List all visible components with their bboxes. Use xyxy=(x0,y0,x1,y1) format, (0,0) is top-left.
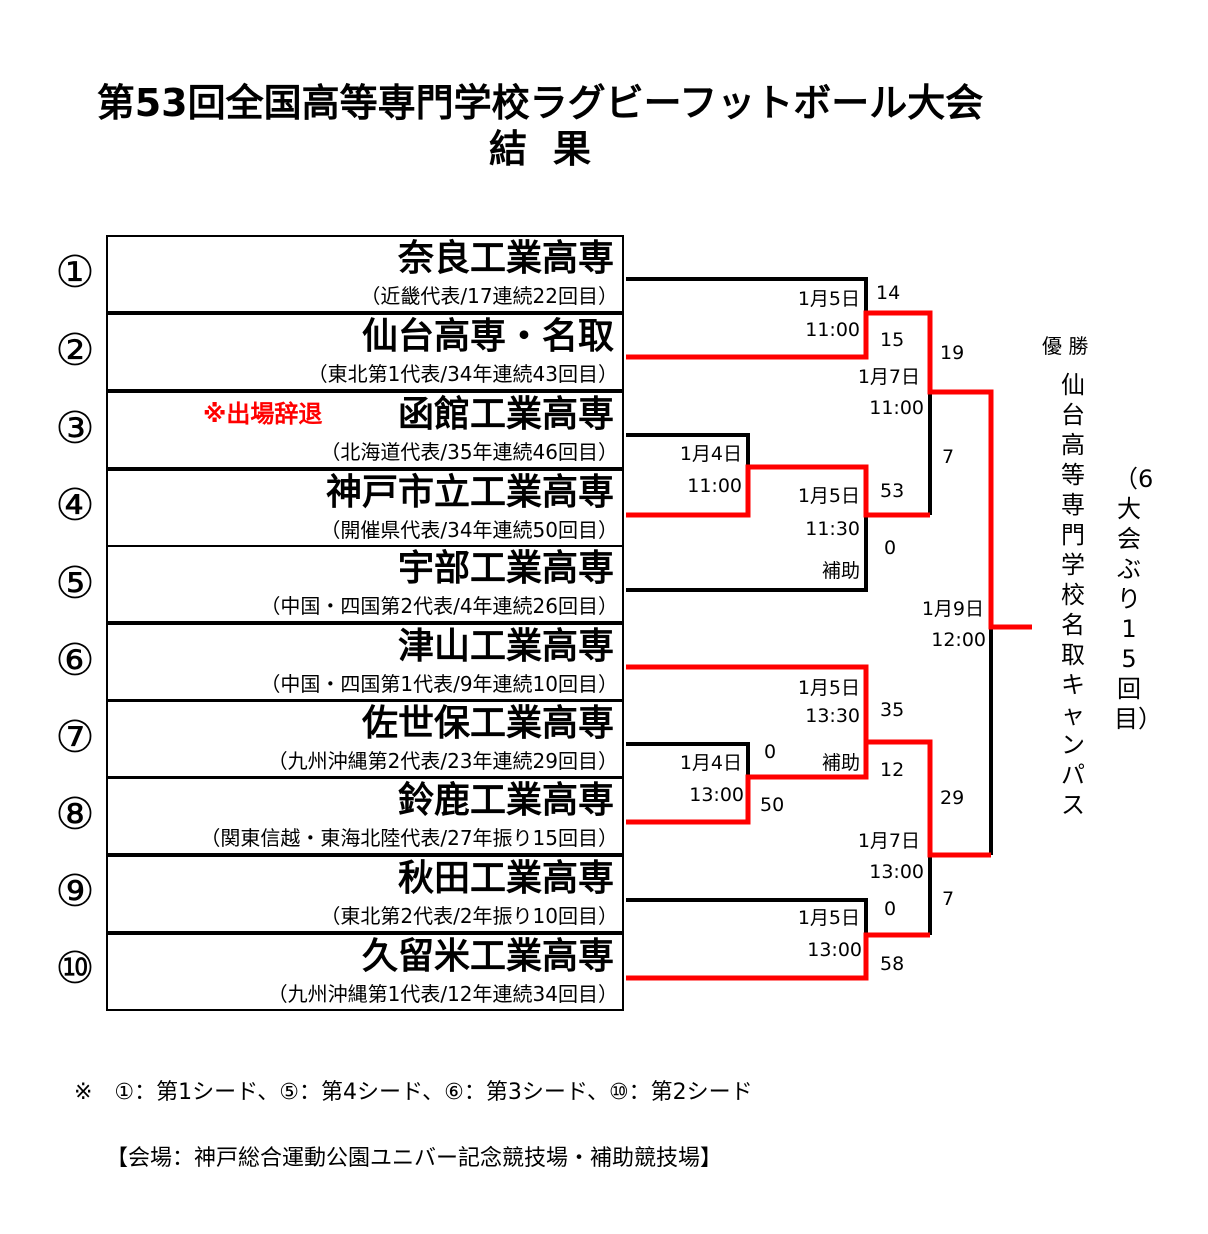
score: 12 xyxy=(880,759,905,781)
venue-note: 【会場：神戸総合運動公園ユニバー記念競技場・補助競技場】 xyxy=(106,1146,723,1171)
score: 14 xyxy=(876,282,901,304)
match-date: 1月5日 xyxy=(797,907,860,929)
team-info: （近畿代表/17連続22回目） xyxy=(360,284,618,308)
seed-number: ⑩ xyxy=(55,943,95,994)
score: 53 xyxy=(880,480,905,502)
page-title: 第53回全国高等専門学校ラグビーフットボール大会 xyxy=(96,81,984,125)
match-time: 13:30 xyxy=(805,705,860,727)
winner-path xyxy=(626,932,930,981)
seed-number: ① xyxy=(55,247,95,298)
match-date: 1月5日 xyxy=(797,677,860,699)
match-time: 13:00 xyxy=(869,861,924,883)
seed-number: ⑦ xyxy=(55,712,95,763)
team-box: 秋田工業高専 （東北第2代表/2年振り10回目） xyxy=(106,855,624,933)
bracket-line xyxy=(626,515,868,592)
team-name: 宇部工業高専 xyxy=(397,548,614,589)
match-time: 12:00 xyxy=(931,629,986,651)
score: 0 xyxy=(884,537,897,559)
team-info: （北海道代表/35年連続46回目） xyxy=(320,440,618,464)
team-name: 神戸市立工業高専 xyxy=(325,472,614,513)
team-name: 津山工業高専 xyxy=(397,626,614,667)
team-info: （東北第2代表/2年振り10回目） xyxy=(320,904,618,928)
score: 19 xyxy=(940,342,965,364)
seed-number: ⑥ xyxy=(55,635,95,686)
team-box: 津山工業高専 （中国・四国第1代表/9年連続10回目） xyxy=(106,623,624,701)
match-date: 1月4日 xyxy=(679,752,742,774)
match-date: 1月4日 xyxy=(679,443,742,465)
team-info: （中国・四国第2代表/4年連続26回目） xyxy=(260,594,618,618)
team-box: 久留米工業高専 （九州沖縄第1代表/12年連続34回目） xyxy=(106,933,624,1011)
team-box: 宇部工業高専 （中国・四国第2代表/4年連続26回目） xyxy=(106,545,624,623)
match-time: 11:00 xyxy=(869,397,924,419)
team-info: （関東信越・東海北陸代表/27年振り15回目） xyxy=(200,826,618,850)
score: 0 xyxy=(884,898,897,920)
score: 7 xyxy=(942,446,955,468)
champion-name: 仙台高等専門学校名取キャンパス xyxy=(1061,371,1085,819)
team-name: 仙台高専・名取 xyxy=(361,316,614,357)
seed-number: ⑤ xyxy=(55,558,95,609)
team-info: （開催県代表/34年連続50回目） xyxy=(320,518,618,542)
team-name: 鈴鹿工業高専 xyxy=(397,780,614,821)
match-date: 1月7日 xyxy=(857,366,920,388)
team-box: 仙台高専・名取 （東北第1代表/34年連続43回目） xyxy=(106,313,624,391)
seed-number: ③ xyxy=(55,403,95,454)
team-box: 鈴鹿工業高専 （関東信越・東海北陸代表/27年振り15回目） xyxy=(106,777,624,855)
seed-number: ⑨ xyxy=(55,866,95,917)
score: 50 xyxy=(760,794,785,816)
seed-number: ④ xyxy=(55,480,95,531)
withdrawal-note: ※出場辞退 xyxy=(203,400,323,428)
match-venue: 補助 xyxy=(821,560,860,582)
winner-path xyxy=(626,464,930,518)
match-time: 11:00 xyxy=(805,319,860,341)
match-time: 13:00 xyxy=(807,939,862,961)
winner-path xyxy=(626,664,991,858)
page-subtitle: 結果 xyxy=(488,127,617,171)
match-time: 13:00 xyxy=(689,784,744,806)
team-name: 奈良工業高専 xyxy=(397,238,614,279)
team-name: 函館工業高専 xyxy=(397,394,614,435)
match-date: 1月9日 xyxy=(921,598,984,620)
seed-number: ② xyxy=(55,325,95,376)
score: 58 xyxy=(880,953,905,975)
champion-note: （6大会ぶり15回目） xyxy=(1114,465,1162,733)
team-box: ※出場辞退 函館工業高専 （北海道代表/35年連続46回目） xyxy=(106,391,624,469)
bracket-line xyxy=(626,898,868,935)
team-info: （九州沖縄第2代表/23年連続29回目） xyxy=(267,749,618,773)
score: 15 xyxy=(880,329,905,351)
seed-number: ⑧ xyxy=(55,789,95,840)
team-info: （中国・四国第1代表/9年連続10回目） xyxy=(260,672,618,696)
score: 29 xyxy=(940,787,965,809)
team-box: 奈良工業高専 （近畿代表/17連続22回目） xyxy=(106,235,624,313)
seed-note: ※ ①：第1シード、⑤：第4シード、⑥：第3シード、⑩：第2シード xyxy=(74,1080,753,1105)
team-name: 久留米工業高専 xyxy=(361,936,614,977)
team-info: （東北第1代表/34年連続43回目） xyxy=(307,362,618,386)
match-time: 11:30 xyxy=(805,518,860,540)
match-date: 1月7日 xyxy=(857,830,920,852)
winner-path xyxy=(626,742,869,825)
score: 35 xyxy=(880,699,905,721)
team-name: 佐世保工業高専 xyxy=(361,703,614,744)
team-name: 秋田工業高専 xyxy=(397,858,614,899)
score: 7 xyxy=(942,888,955,910)
match-date: 1月5日 xyxy=(797,485,860,507)
team-info: （九州沖縄第1代表/12年連続34回目） xyxy=(267,982,618,1006)
match-time: 11:00 xyxy=(687,475,742,497)
champion-label: 優 勝 xyxy=(1042,334,1089,358)
winner-path xyxy=(626,310,1032,630)
match-date: 1月5日 xyxy=(797,288,860,310)
match-venue: 補助 xyxy=(821,752,860,774)
score: 0 xyxy=(764,741,777,763)
